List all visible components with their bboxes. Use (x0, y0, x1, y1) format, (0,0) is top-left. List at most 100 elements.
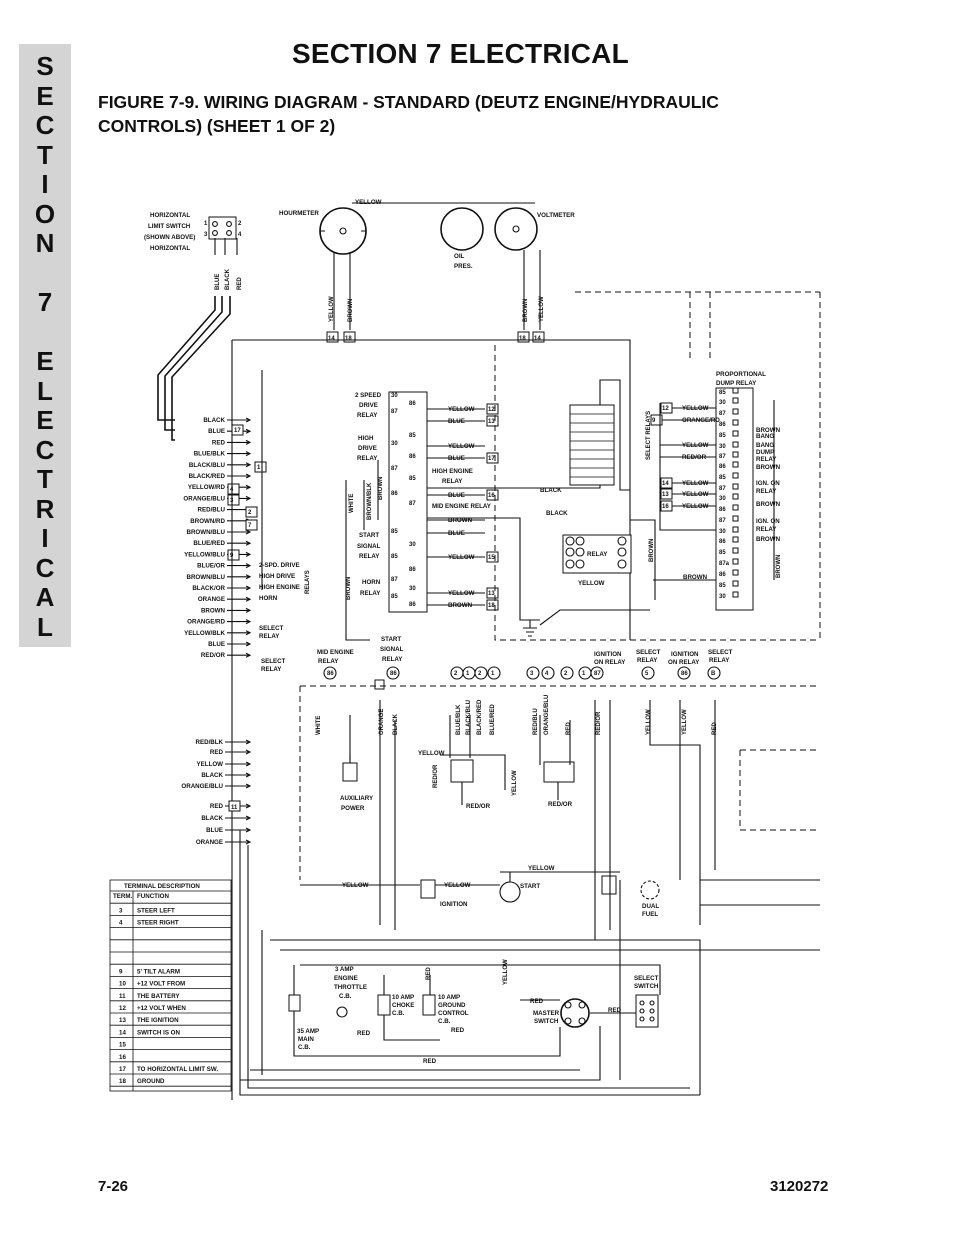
svg-text:RED: RED (426, 967, 432, 980)
svg-text:RED/OR: RED/OR (466, 803, 491, 810)
bottom-wire-label: BLACK (393, 713, 399, 735)
side-tab-letter: C (35, 434, 55, 465)
relay-label: HORN (259, 595, 278, 602)
center-wire-label: YELLOW (448, 406, 475, 413)
right-wire-label: YELLOW (682, 405, 709, 412)
svg-text:DRIVE: DRIVE (359, 402, 378, 409)
table-cell-function: STEER RIGHT (137, 920, 179, 927)
relay-pin: 86 (719, 539, 726, 545)
table-cell-function: +12 VOLT WHEN (137, 1005, 186, 1012)
relay-pin: 87 (719, 454, 726, 460)
svg-text:RELAY: RELAY (382, 656, 403, 663)
table-cell-term: 13 (119, 1017, 126, 1024)
terminal-box (254, 461, 267, 473)
svg-text:ON RELAY: ON RELAY (668, 659, 700, 666)
svg-text:C.B.: C.B. (298, 1044, 311, 1051)
svg-text:BLACK: BLACK (546, 510, 568, 517)
pin-socket (732, 408, 739, 415)
wire-arrow (227, 473, 252, 479)
terminal-number: 9 (652, 418, 656, 424)
pin-socket (732, 472, 739, 479)
left-wire-label: RED (212, 439, 226, 446)
svg-text:RELAY: RELAY (360, 590, 381, 597)
svg-text:14: 14 (534, 336, 541, 342)
svg-text:10 AMP: 10 AMP (438, 994, 460, 1001)
right-wire-label: YELLOW (682, 491, 709, 498)
bottom-pin-number: 3 (530, 671, 534, 677)
left-wire-label: YELLOW/BLU (184, 551, 225, 558)
wire-arrow (225, 827, 252, 833)
relay-pin: 86 (391, 491, 398, 497)
right-relay-label: RELAY (756, 526, 777, 533)
terminal-number: 7 (248, 523, 252, 529)
svg-text:BROWN: BROWN (776, 555, 782, 578)
bottom-pin-number: 2 (478, 671, 482, 677)
pin-socket (732, 493, 739, 500)
svg-text:18: 18 (519, 336, 526, 342)
relay-pin: 30 (409, 542, 416, 548)
right-relay-label: BROWN (756, 464, 781, 471)
bottom-pin (677, 666, 691, 680)
svg-text:YELLOW: YELLOW (539, 296, 545, 322)
pin-socket (732, 515, 739, 522)
relay-label: RELAY (259, 633, 280, 640)
svg-text:IGNITION: IGNITION (671, 651, 699, 658)
svg-text:RED: RED (608, 1007, 622, 1014)
terminal-box (486, 587, 499, 599)
right-relay-label: IGN. ON (756, 480, 780, 487)
terminal-number: 13 (662, 492, 669, 498)
wire-arrow (227, 607, 252, 613)
bottom-pin (641, 666, 655, 680)
left-wire-label: ORANGE/BLU (183, 495, 225, 502)
svg-text:START: START (520, 883, 540, 890)
document-number: 3120272 (770, 1178, 829, 1195)
right-wire-label: RED/OR (682, 454, 707, 461)
relay-pin: 86 (409, 454, 416, 460)
bottom-wire-label: ORANGE/BLU (544, 695, 550, 735)
svg-text:RED/OR: RED/OR (548, 801, 573, 808)
terminal-box (486, 599, 499, 611)
relay-pin: 85 (391, 594, 398, 600)
wire-arrow (225, 783, 252, 789)
bottom-pin-number: 87 (594, 671, 601, 677)
svg-text:RED/OR: RED/OR (433, 764, 439, 788)
svg-text:WHITE: WHITE (349, 494, 355, 513)
svg-text:HORIZONTAL: HORIZONTAL (150, 245, 190, 252)
bottom-pin-number: 4 (545, 671, 549, 677)
side-tab-letter: T (37, 464, 53, 494)
right-relay-label: IGN. ON (756, 518, 780, 525)
pin-socket (732, 580, 739, 587)
relay-pin: 86 (409, 602, 416, 608)
bottom-wire-label: BLACK/RED (477, 699, 483, 735)
table-cell-function: STEER LEFT (137, 907, 175, 914)
relay-pin: 85 (719, 550, 726, 556)
center-wire-label: YELLOW (448, 443, 475, 450)
pin-socket (732, 397, 739, 404)
svg-text:AUXILIARY: AUXILIARY (340, 795, 374, 802)
right-relay-panel: PROPORTIONAL DUMP RELAY SELECT RELAYS YE… (646, 292, 821, 640)
terminal-number: 2 (248, 510, 252, 516)
svg-text:YELLOW: YELLOW (503, 959, 509, 985)
svg-text:ENGINE: ENGINE (334, 975, 358, 982)
terminal-box (660, 500, 673, 512)
table-cell-function: TO HORIZONTAL LIMIT SW. (137, 1066, 218, 1073)
svg-text:C.B.: C.B. (438, 1018, 451, 1025)
svg-text:IGNITION: IGNITION (594, 651, 622, 658)
wire-arrow (227, 596, 252, 602)
svg-text:3 AMP: 3 AMP (335, 966, 354, 973)
right-relay-label: RELAY (756, 488, 777, 495)
pin-socket (732, 526, 739, 533)
svg-text:YELLOW: YELLOW (418, 750, 445, 757)
svg-text:SELECT RELAYS: SELECT RELAYS (646, 411, 652, 460)
terminal-box (486, 551, 499, 563)
bottom-pin-number: 1 (582, 671, 586, 677)
side-tab-letter: E (36, 80, 54, 111)
terminal-table-title: TERMINAL DESCRIPTION (124, 883, 200, 890)
relay-pin: 30 (719, 529, 726, 535)
svg-text:LIMIT SWITCH: LIMIT SWITCH (148, 223, 191, 230)
svg-text:SWITCH: SWITCH (534, 1018, 559, 1025)
lower-wire-label: RED (210, 803, 224, 810)
svg-text:HORN: HORN (362, 579, 381, 586)
center-relay-block: 2 SPEED DRIVE RELAY HIGH DRIVE RELAY HIG… (345, 345, 820, 641)
